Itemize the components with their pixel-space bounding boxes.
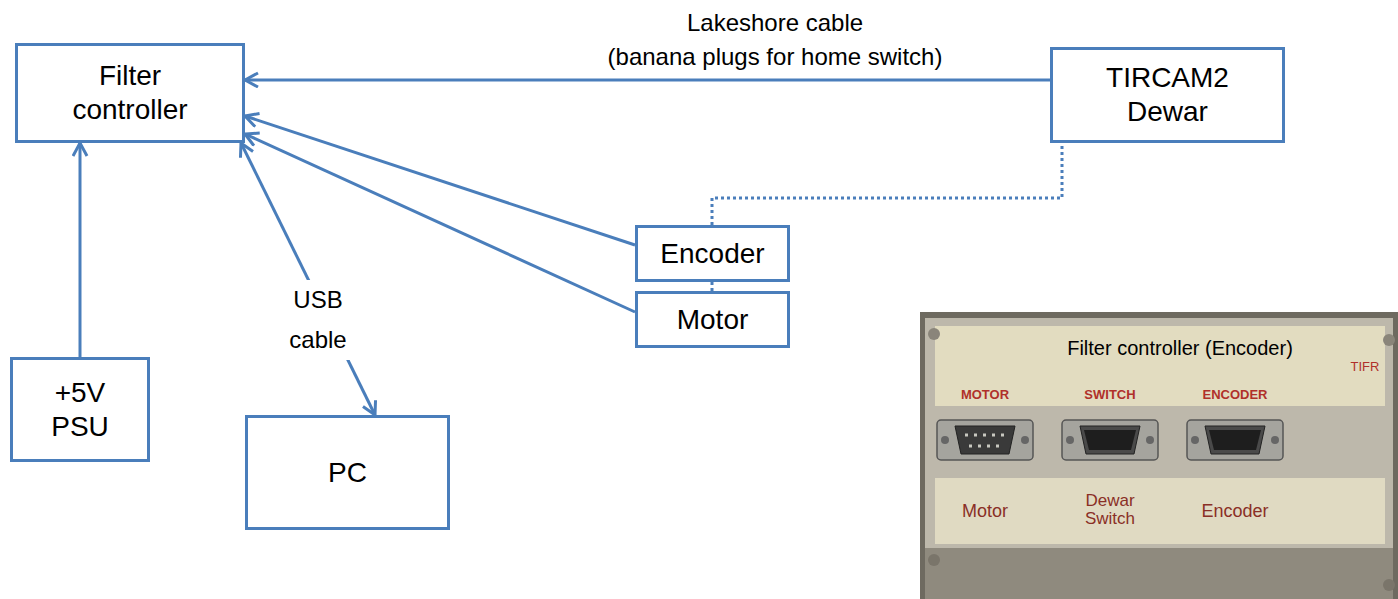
- box-label: PC: [328, 456, 367, 490]
- process-box: +5V PSU: [10, 357, 150, 462]
- cable-label-line: Lakeshore cable: [608, 6, 943, 40]
- connector-screw: [941, 436, 949, 444]
- connector-screw: [1271, 436, 1279, 444]
- panel-shadow: [925, 548, 1393, 599]
- connector-screw: [1191, 436, 1199, 444]
- box-label: Encoder: [660, 237, 764, 271]
- process-box: PC: [245, 415, 450, 530]
- cable-arrow: [241, 143, 375, 415]
- photo-frame: [920, 312, 1398, 599]
- connector-plate: [937, 420, 1033, 460]
- connector-label: Dewar Switch: [1085, 492, 1135, 528]
- connector-shell: [1205, 426, 1265, 454]
- photo-caption: Filter controller (Encoder): [1067, 337, 1293, 360]
- panel-screw: [928, 554, 940, 566]
- db9-connector: [1062, 420, 1158, 460]
- db9-connector: [937, 420, 1033, 460]
- connector-screw: [1021, 436, 1029, 444]
- mechanical-link: [712, 143, 1062, 225]
- connector-shell: [1080, 426, 1140, 454]
- connector-label: ENCODER: [1202, 387, 1267, 402]
- connector-pins: [965, 435, 1005, 446]
- box-label: TIRCAM2 Dewar: [1106, 61, 1229, 129]
- cable-label: USB cable: [285, 280, 350, 360]
- cable-label: Lakeshore cable (banana plugs for home s…: [604, 6, 947, 74]
- connector-label: Motor: [962, 501, 1008, 522]
- connector-screw: [1146, 436, 1154, 444]
- connector-plate: [1062, 420, 1158, 460]
- process-box: Filter controller: [15, 43, 245, 143]
- label-tape: [935, 326, 1385, 406]
- panel-screw: [1383, 334, 1395, 346]
- box-label: Filter controller: [72, 59, 187, 127]
- connector-screw: [1066, 436, 1074, 444]
- connector-socket: [1084, 430, 1136, 450]
- front-panel: [925, 318, 1393, 599]
- mechanical-link: [711, 282, 714, 291]
- connector-plate: [1187, 420, 1283, 460]
- cable-arrow: [79, 143, 82, 357]
- cable-arrow: [245, 116, 635, 245]
- panel-label: TIFR: [1351, 359, 1380, 374]
- panel-screw: [928, 328, 940, 340]
- box-label: +5V PSU: [51, 376, 109, 444]
- cable-label-line: (banana plugs for home switch): [608, 40, 943, 74]
- db9-connector: [1187, 420, 1283, 460]
- label-tape: [935, 478, 1385, 544]
- process-box: Encoder: [635, 225, 790, 282]
- process-box: TIRCAM2 Dewar: [1050, 47, 1285, 143]
- connector-label: SWITCH: [1084, 387, 1135, 402]
- connector-label: Encoder: [1201, 501, 1268, 522]
- connector-socket: [1209, 430, 1261, 450]
- box-label: Motor: [677, 303, 749, 337]
- connector-label: MOTOR: [961, 387, 1009, 402]
- panel-screw: [1383, 579, 1395, 591]
- cable-arrow: [245, 79, 1050, 82]
- connector-shell: [955, 426, 1015, 454]
- process-box: Motor: [635, 291, 790, 348]
